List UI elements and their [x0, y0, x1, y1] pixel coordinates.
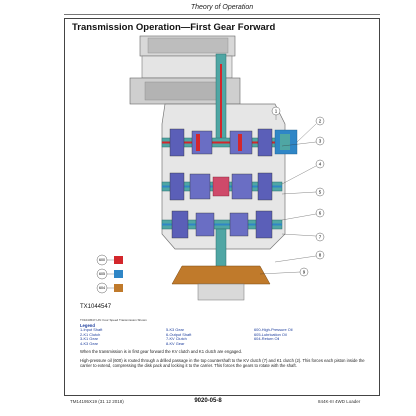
legend-item: 6-Output Shaft	[166, 331, 192, 337]
legend-item: 1-Input Shaft	[80, 327, 103, 332]
swatch-return	[114, 284, 123, 292]
legend-title: Legend	[80, 323, 95, 328]
swatch-label-605: 605	[99, 272, 105, 276]
header-rule	[64, 14, 380, 15]
callout-5: 5	[319, 190, 322, 195]
legend-column-2: 5-K3 Gear 6-Output Shaft 7-KV Clutch 8-K…	[166, 327, 192, 346]
callout-2: 2	[319, 119, 322, 124]
legend-item: 5-K3 Gear	[166, 327, 184, 332]
transmission-diagram: 1 2 3 4 5 6 7 8 9 600 605	[96, 35, 325, 301]
callout-8: 8	[319, 253, 322, 258]
legend-column-1: 1-Input Shaft 2-K1 Clutch 3-K1 Gear 4-K3…	[80, 327, 103, 346]
legend-column-3: 600-High-Pressure Oil 605-Lubrication Oi…	[254, 327, 293, 342]
callout-7: 7	[319, 235, 322, 240]
callouts: 1 2 3 4 5 6 7 8 9	[259, 106, 325, 277]
legend-item: 605-Lubrication Oil	[254, 331, 287, 337]
swatch-label-600: 600	[99, 258, 105, 262]
figure-title: Transmission Operation—First Gear Forwar…	[72, 22, 276, 33]
swatch-lubrication	[114, 270, 123, 278]
legend-item: 3-K1 Gear	[80, 336, 98, 342]
section-header: Theory of Operation	[190, 4, 254, 11]
figure-id: TX1044547	[80, 304, 112, 310]
countershaft-lower	[161, 210, 283, 239]
legend-item: 7-KV Clutch	[166, 336, 187, 342]
callout-6: 6	[319, 211, 322, 216]
swatch-label-604: 604	[99, 286, 105, 290]
oil-legend-swatches: 600 605 604	[96, 254, 123, 294]
body-paragraph-2: High-pressure oil (600) is routed throug…	[80, 358, 365, 369]
countershaft-middle	[161, 172, 283, 201]
swatch-high-pressure	[114, 256, 123, 264]
callout-4: 4	[319, 162, 322, 167]
page-frame	[64, 18, 380, 396]
legend-item: 2-K1 Clutch	[80, 331, 101, 337]
figure-caption: TX1044547-UN: Four Speed Transmission Sh…	[80, 318, 147, 322]
high-pressure-passage	[220, 64, 222, 144]
callout-3: 3	[319, 139, 322, 144]
legend-item: 8-KV Gear	[166, 340, 185, 346]
body-paragraph-1: When the transmission is in first gear f…	[80, 349, 242, 354]
legend-item: 604-Return Oil	[254, 336, 280, 342]
callout-9: 9	[303, 270, 306, 275]
callout-1: 1	[275, 109, 278, 114]
footer-page-number: 9020-05-8	[194, 398, 222, 404]
footer-model: 844K-III 4WD Loader	[318, 399, 361, 404]
legend-item: 600-High-Pressure Oil	[254, 327, 293, 332]
legend-item: 4-K3 Gear	[80, 340, 98, 346]
output-shaft	[171, 228, 271, 301]
footer-doc-id: TM14195X19 (31 12 2018)	[70, 399, 124, 404]
